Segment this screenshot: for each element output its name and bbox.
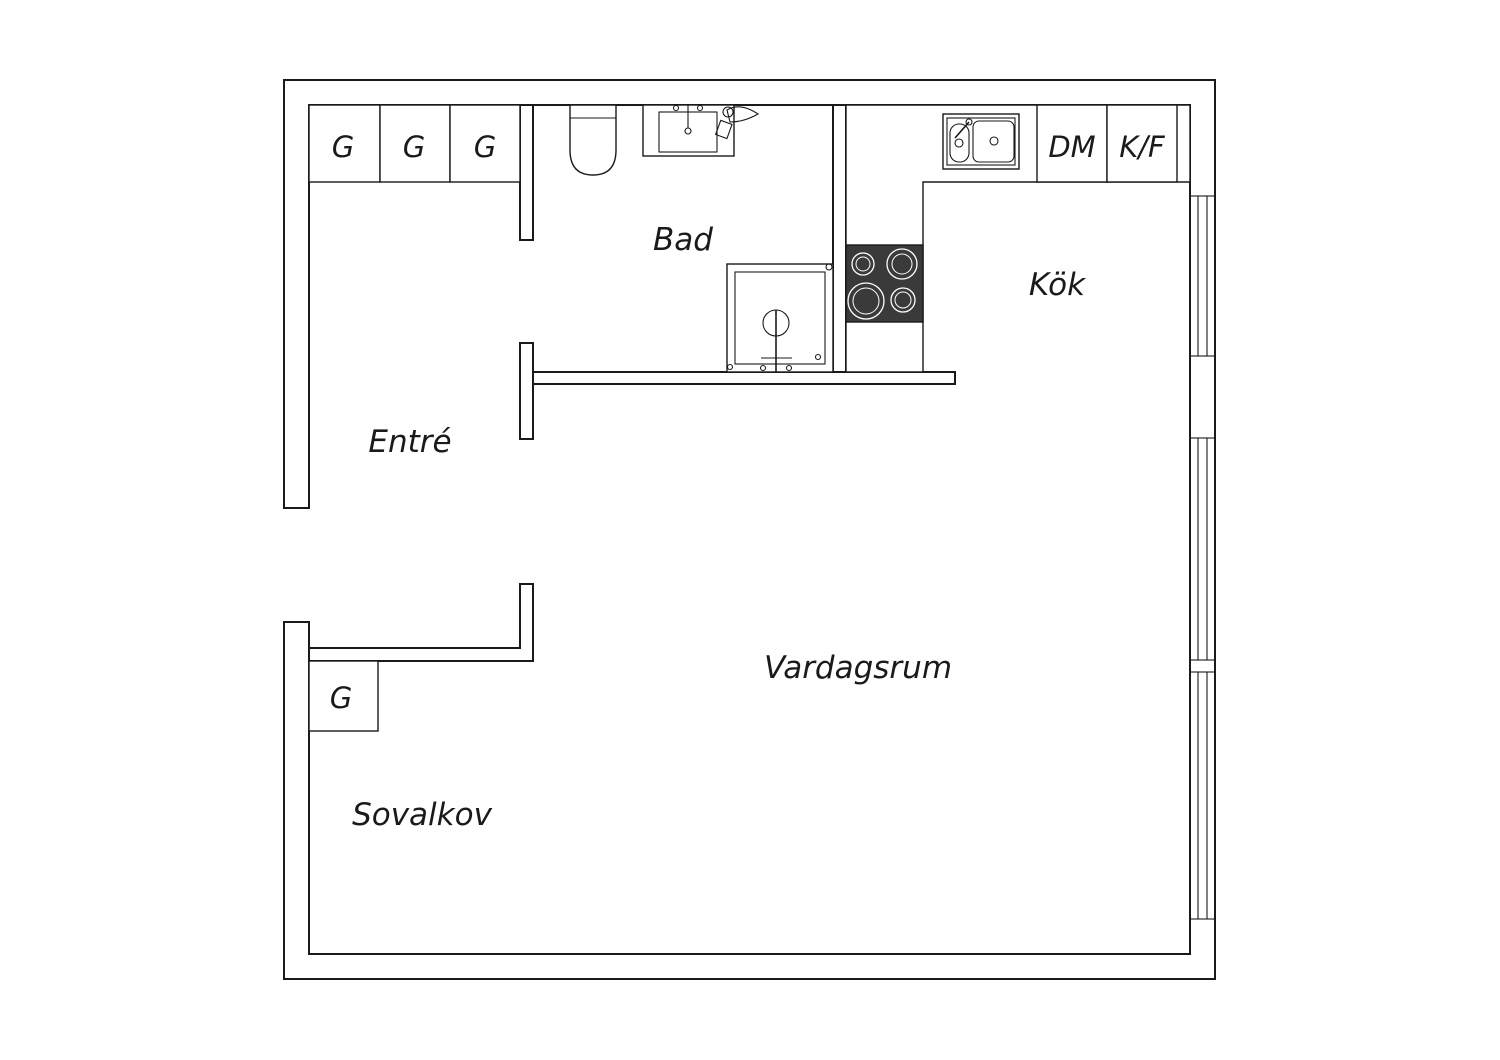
- washbasin-icon: [642, 104, 735, 157]
- fridge-freezer-label: K/F: [1119, 130, 1166, 164]
- wardrobe-4-label: G: [330, 681, 352, 715]
- shower-head-icon: [714, 106, 760, 140]
- wall-entre-sovalkov: [308, 583, 534, 662]
- fridge-freezer: [1106, 104, 1178, 183]
- room-labels: Bad Kök Entré Vardagsrum Sovalkov: [352, 222, 1086, 833]
- room-label-kok: Kök: [1029, 267, 1086, 303]
- stove-icon: [845, 244, 924, 323]
- window-upper: [1189, 195, 1216, 357]
- bathroom-fixtures: [569, 104, 834, 373]
- sovalkov-wardrobe: G: [308, 660, 379, 732]
- windows: [1189, 195, 1216, 920]
- room-label-vardagsrum: Vardagsrum: [764, 650, 952, 686]
- sink-icon: [942, 113, 1020, 170]
- wardrobe-2-label: G: [403, 130, 425, 164]
- wardrobe-1-label: G: [332, 130, 354, 164]
- shower-enclosure-icon: [726, 263, 834, 373]
- wall-entre-bad-lower: [519, 342, 534, 440]
- dishwasher-label: DM: [1048, 130, 1095, 164]
- wall-bad-kok: [832, 104, 847, 373]
- window-middle: [1189, 437, 1216, 661]
- wardrobe-1: [308, 104, 381, 183]
- exterior-wall-outline: [283, 79, 1216, 980]
- window-lower: [1189, 671, 1216, 920]
- room-label-bad: Bad: [653, 222, 713, 258]
- toilet-icon: [569, 104, 617, 176]
- room-label-sovalkov: Sovalkov: [352, 797, 493, 833]
- kitchen-fixtures: DM K/F: [845, 104, 1191, 373]
- wardrobe-3-label: G: [474, 130, 496, 164]
- wardrobe-4: [308, 660, 379, 732]
- entre-wardrobes: G G G: [308, 104, 521, 183]
- room-label-entre: Entré: [368, 424, 451, 460]
- wardrobe-3: [449, 104, 521, 183]
- interior-walls: [308, 104, 956, 662]
- wall-entre-bad-upper: [519, 104, 534, 241]
- dishwasher: [1036, 104, 1108, 183]
- exterior-walls: [283, 79, 1216, 980]
- wardrobe-2: [379, 104, 451, 183]
- wall-bad-bottom: [532, 371, 956, 385]
